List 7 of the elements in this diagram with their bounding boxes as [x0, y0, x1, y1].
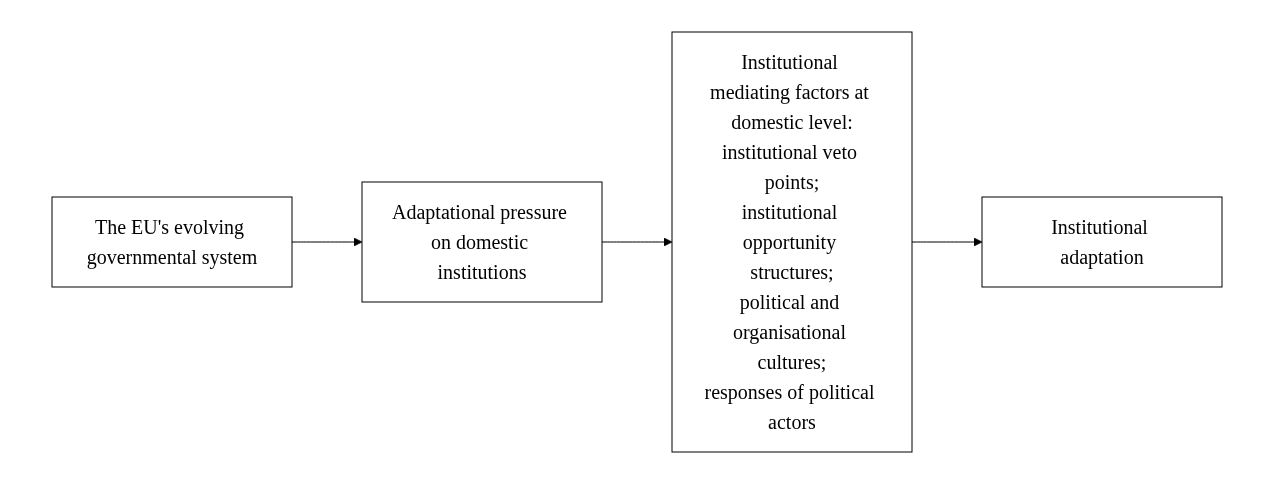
node-box: The EU's evolving governmental system [51, 196, 292, 288]
node-box: Institutional mediating factors at domestic level: institutional veto points; institutional opportunity structures; political and organisational cultures; responses of political actors [671, 31, 912, 453]
arrow [291, 237, 362, 247]
node-box: Adaptational pressure on domestic institutions [361, 181, 602, 303]
arrow [911, 237, 982, 247]
node-box: Institutional adaptation [981, 196, 1222, 288]
arrow [601, 237, 672, 247]
